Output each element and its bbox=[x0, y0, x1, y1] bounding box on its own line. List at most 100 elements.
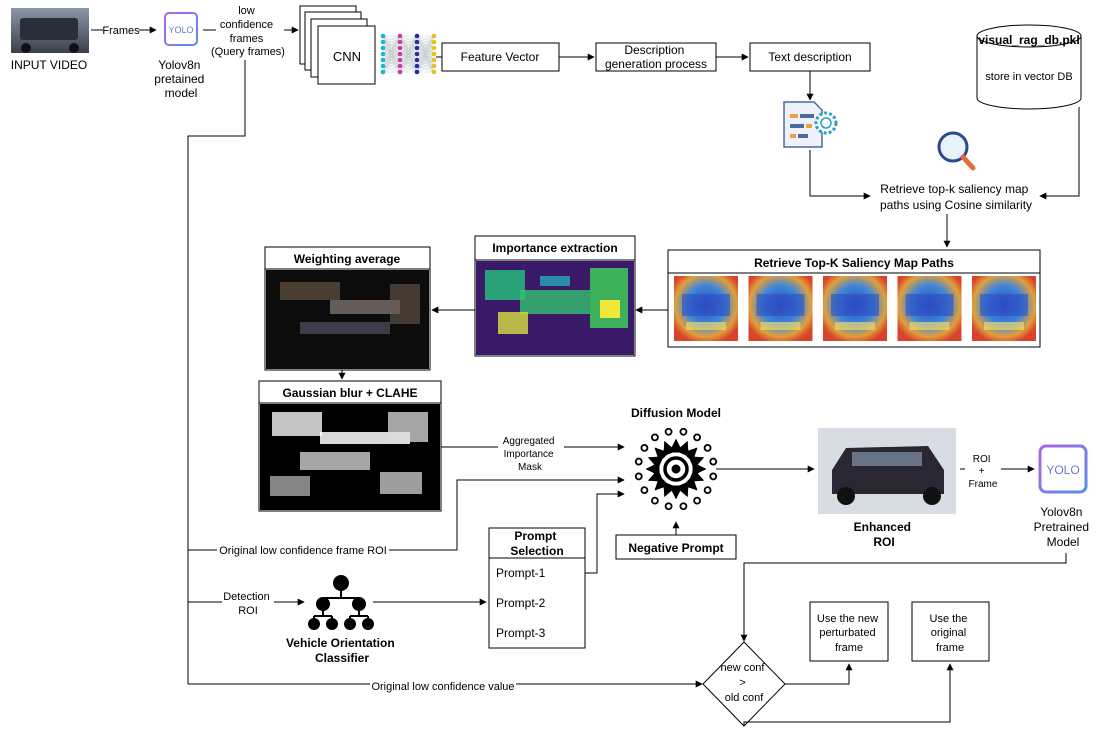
text-description-label: Text description bbox=[768, 50, 851, 64]
yolo-bottom-caption: Yolov8n Pretrained Model bbox=[1034, 505, 1093, 549]
diffusion-dot bbox=[650, 433, 659, 442]
use-original-frame-label: Use the original frame bbox=[930, 613, 971, 654]
yolo-top-caption: Yolov8n pretained model bbox=[154, 58, 207, 100]
diffusion-dot bbox=[634, 457, 643, 466]
yolo-logo-icon bbox=[1038, 444, 1088, 494]
diffusion-title: Diffusion Model bbox=[631, 406, 721, 420]
gaussian-map bbox=[260, 404, 440, 510]
input-video: INPUT VIDEO bbox=[11, 8, 89, 72]
diffusion-ray bbox=[675, 481, 689, 498]
neural-node bbox=[380, 57, 386, 63]
diffusion-dot bbox=[634, 472, 643, 481]
diffusion-ray bbox=[663, 481, 677, 498]
yolo-top: YOLO Yolov8n pretained model bbox=[154, 12, 207, 100]
yolo-logo-icon bbox=[164, 12, 198, 46]
description-generation-label: Description generation process bbox=[605, 43, 707, 71]
use-new-frame-box bbox=[809, 601, 889, 662]
diffusion-ray bbox=[675, 440, 689, 457]
neural-node bbox=[397, 63, 403, 69]
diffusion-ray bbox=[654, 447, 670, 463]
saliency-maps bbox=[674, 276, 1036, 341]
negative-prompt-box bbox=[615, 534, 737, 560]
enhanced-roi: Enhanced ROI bbox=[818, 428, 956, 549]
neural-node bbox=[380, 63, 386, 69]
diffusion-ray bbox=[688, 468, 705, 482]
detection-roi-label: Detection ROI bbox=[223, 591, 273, 617]
neural-node bbox=[397, 39, 403, 45]
input-video-label: INPUT VIDEO bbox=[11, 58, 87, 72]
neural-node bbox=[380, 51, 386, 57]
classifier-label: Vehicle Orientation Classifier bbox=[286, 636, 398, 665]
enhanced-roi-label: Enhanced ROI bbox=[854, 520, 915, 549]
neural-node bbox=[397, 33, 403, 39]
diffusion-ray bbox=[682, 475, 698, 491]
diffusion-dot bbox=[709, 472, 718, 481]
neural-node bbox=[397, 57, 403, 63]
diffusion-ray bbox=[688, 456, 705, 470]
saliency-panel-title: Retrieve Top-K Saliency Map Paths bbox=[754, 256, 954, 270]
neural-node bbox=[414, 63, 420, 69]
neural-node bbox=[397, 69, 403, 75]
db-name: visual_rag_db.pkl bbox=[978, 33, 1079, 47]
prompt-item: Prompt-1 bbox=[496, 566, 546, 580]
neural-node bbox=[431, 39, 437, 45]
query-frames-caption: low confidence frames (Query frames) bbox=[211, 5, 285, 58]
diffusion-dot bbox=[650, 496, 659, 505]
negative-prompt-label: Negative Prompt bbox=[628, 541, 723, 555]
neural-node bbox=[397, 51, 403, 57]
feature-vector-label: Feature Vector bbox=[461, 50, 540, 64]
yolo-logo-text: YOLO bbox=[168, 25, 193, 35]
neural-node bbox=[431, 33, 437, 39]
diffusion-dot bbox=[703, 486, 712, 495]
neural-node bbox=[414, 51, 420, 57]
neural-node bbox=[431, 51, 437, 57]
hierarchy-tree-icon bbox=[308, 575, 374, 630]
feed-line bbox=[187, 60, 246, 684]
neural-node bbox=[414, 45, 420, 51]
neural-network-icon bbox=[380, 33, 437, 75]
feature-vector-box bbox=[441, 42, 560, 72]
neural-node bbox=[414, 39, 420, 45]
diffusion-ray bbox=[663, 440, 677, 457]
neural-node bbox=[414, 33, 420, 39]
neural-node bbox=[414, 57, 420, 63]
vector-db: visual_rag_db.pkl store in vector DB bbox=[976, 24, 1082, 110]
use-new-frame-label: Use the new perturbated frame bbox=[817, 613, 881, 654]
diffusion-dot bbox=[640, 486, 649, 495]
neural-node bbox=[380, 33, 386, 39]
yolo-logo-text: YOLO bbox=[1046, 463, 1079, 477]
neural-node bbox=[380, 69, 386, 75]
prompt-item: Prompt-3 bbox=[496, 626, 546, 640]
importance-title: Importance extraction bbox=[492, 241, 617, 255]
diffusion-dot bbox=[640, 443, 649, 452]
cnn-block: CNN bbox=[299, 5, 376, 85]
diffusion-ray bbox=[682, 447, 698, 463]
document-gear-icon bbox=[783, 101, 838, 148]
neural-node bbox=[431, 69, 437, 75]
original-roi-label: Original low confidence frame ROI bbox=[219, 545, 387, 557]
neural-node bbox=[380, 39, 386, 45]
diffusion-dot bbox=[709, 457, 718, 466]
prompt-selection-box bbox=[488, 527, 586, 649]
diffusion-dot bbox=[679, 427, 688, 436]
weighting-title: Weighting average bbox=[294, 252, 401, 266]
diffusion-model-icon bbox=[634, 427, 718, 511]
frames-label: Frames bbox=[102, 25, 140, 37]
diffusion-dot bbox=[693, 433, 702, 442]
diffusion-dot bbox=[664, 502, 673, 511]
use-original-frame-box bbox=[911, 601, 990, 662]
neural-node bbox=[380, 45, 386, 51]
cnn-label: CNN bbox=[333, 49, 361, 64]
neural-node bbox=[414, 69, 420, 75]
diffusion-dot bbox=[664, 427, 673, 436]
diffusion-dot bbox=[703, 443, 712, 452]
neural-node bbox=[431, 57, 437, 63]
weighting-map bbox=[266, 270, 429, 369]
diffusion-ray bbox=[647, 468, 664, 482]
prompt-item: Prompt-2 bbox=[496, 596, 546, 610]
yolo-bottom: YOLO Yolov8n Pretrained Model bbox=[1034, 444, 1093, 549]
original-value-label: Original low confidence value bbox=[371, 681, 514, 693]
gaussian-title: Gaussian blur + CLAHE bbox=[282, 386, 417, 400]
importance-map bbox=[476, 261, 634, 355]
